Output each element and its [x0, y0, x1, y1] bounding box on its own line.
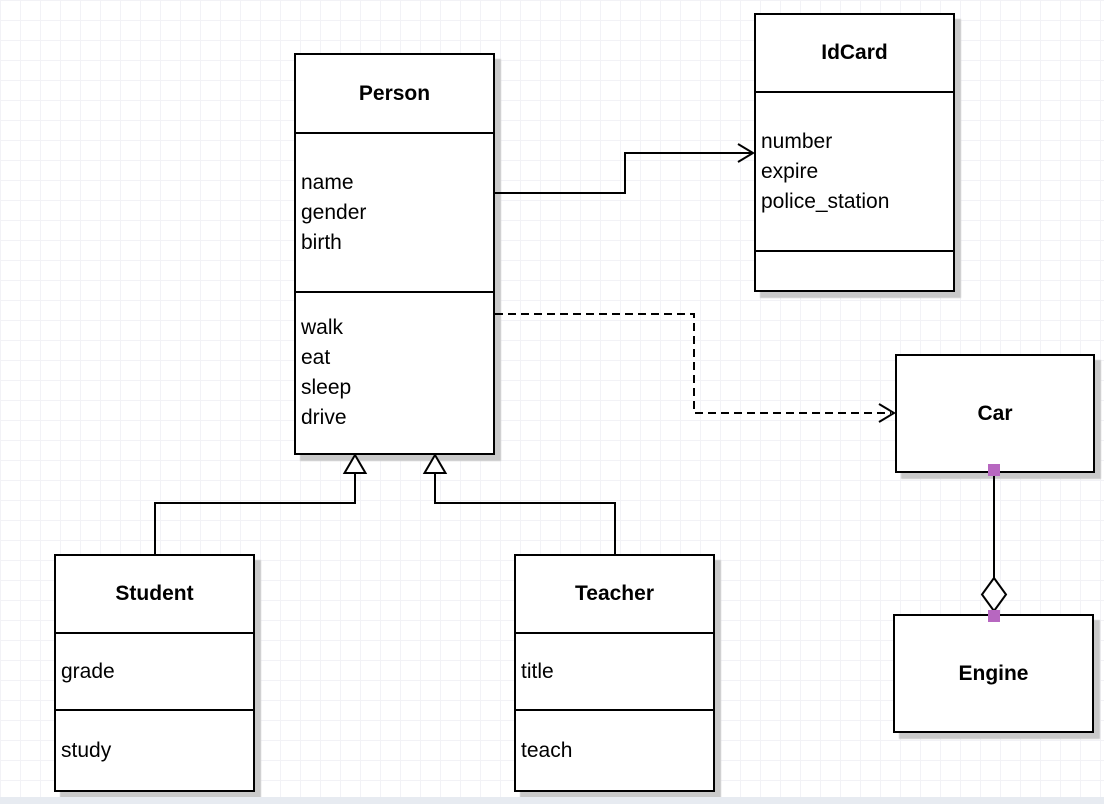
attribute-grade: grade	[61, 659, 115, 683]
idcard-attributes-section: number expire police_station	[756, 93, 953, 252]
class-box-car[interactable]: Car	[895, 354, 1095, 473]
attribute-police-station: police_station	[761, 189, 890, 213]
aggregation-car-engine[interactable]	[980, 464, 1008, 622]
class-title-idcard: IdCard	[756, 15, 953, 93]
person-methods-section: walk eat sleep drive	[296, 293, 493, 453]
teacher-methods-section: teach	[516, 711, 713, 790]
inheritance-triangle-icon	[422, 453, 448, 474]
method-study: study	[61, 738, 112, 762]
dependency-person-car[interactable]	[495, 313, 896, 423]
inheritance-triangle-icon	[342, 453, 368, 474]
person-attributes-section: name gender birth	[296, 134, 493, 293]
open-arrowhead-icon	[737, 143, 755, 163]
class-box-idcard[interactable]: IdCard number expire police_station	[754, 13, 955, 292]
class-box-student[interactable]: Student grade study	[54, 554, 255, 792]
open-arrowhead-icon	[878, 403, 896, 423]
class-title-person: Person	[296, 55, 493, 134]
method-walk: walk	[301, 316, 344, 339]
student-attributes-section: grade	[56, 634, 253, 711]
class-title-car: Car	[977, 401, 1013, 425]
association-person-idcard[interactable]	[495, 143, 755, 194]
method-teach: teach	[521, 738, 573, 762]
attribute-gender: gender	[301, 200, 367, 224]
generalization-teacher-person[interactable]	[422, 453, 616, 554]
attribute-number: number	[761, 129, 833, 153]
method-sleep: sleep	[301, 376, 352, 399]
method-drive: drive	[301, 406, 347, 429]
aggregation-diamond-icon	[980, 576, 1008, 613]
class-title-engine: Engine	[958, 661, 1029, 685]
dependency-line[interactable]	[495, 313, 891, 414]
method-eat: eat	[301, 346, 331, 369]
student-methods-section: study	[56, 711, 253, 790]
association-line[interactable]	[495, 152, 751, 194]
generalization-line[interactable]	[154, 474, 356, 554]
generalization-student-person[interactable]	[154, 453, 368, 554]
generalization-line[interactable]	[434, 474, 616, 554]
idcard-methods-section	[756, 252, 953, 290]
class-title-student: Student	[56, 556, 253, 634]
attribute-expire: expire	[761, 159, 819, 183]
canvas-bottom-edge	[0, 797, 1104, 804]
teacher-attributes-section: title	[516, 634, 713, 711]
class-title-teacher: Teacher	[516, 556, 713, 634]
class-box-person[interactable]: Person name gender birth walk eat sleep …	[294, 53, 495, 455]
class-box-teacher[interactable]: Teacher title teach	[514, 554, 715, 792]
class-box-engine[interactable]: Engine	[893, 614, 1094, 733]
attribute-birth: birth	[301, 230, 342, 254]
attribute-name: name	[301, 170, 354, 194]
attribute-title: title	[521, 659, 554, 683]
